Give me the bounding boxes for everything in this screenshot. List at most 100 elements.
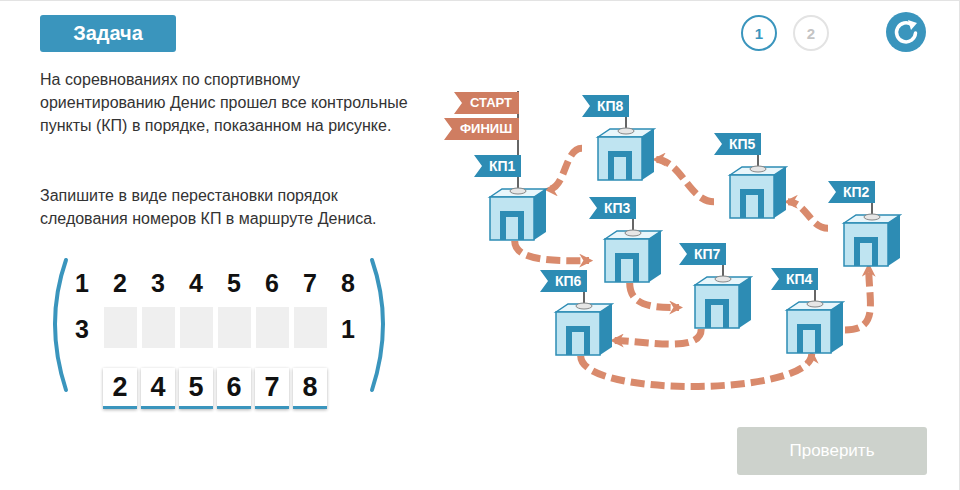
tile-number: 2 bbox=[103, 368, 137, 406]
matrix-number: 8 bbox=[330, 268, 366, 298]
gate-opening bbox=[740, 189, 764, 218]
gate-opening bbox=[566, 326, 590, 355]
checkpoint-flag: КП1 bbox=[474, 155, 521, 177]
answer-tile: 7 bbox=[255, 368, 289, 409]
tile-number: 8 bbox=[293, 368, 327, 406]
check-button: Проверить bbox=[737, 427, 927, 475]
checkpoint-flag: КП2 bbox=[828, 181, 875, 203]
gate-side bbox=[739, 277, 751, 328]
matrix-number: 3 bbox=[64, 314, 100, 344]
gate-side bbox=[888, 215, 900, 266]
checkpoint-gate bbox=[787, 301, 843, 353]
gate-side bbox=[534, 189, 546, 240]
checkpoint: КП6 bbox=[540, 270, 614, 356]
checkpoint-gate bbox=[695, 276, 751, 328]
matrix-number: 3 bbox=[140, 268, 176, 298]
answer-tile: 5 bbox=[179, 368, 213, 409]
task-tab: Задача bbox=[40, 15, 176, 52]
gate-front bbox=[730, 175, 774, 218]
refresh-icon bbox=[886, 12, 926, 52]
gate-opening bbox=[500, 211, 524, 240]
route-connector bbox=[515, 241, 589, 261]
empty-slot bbox=[256, 307, 289, 348]
start-finish-flag: ФИНИШ bbox=[444, 118, 519, 140]
tile-number: 4 bbox=[141, 368, 175, 406]
checkpoint-gate bbox=[556, 303, 612, 355]
flag-text: СТАРТ bbox=[470, 95, 512, 110]
task-text: Запишите в виде перестановки порядок сле… bbox=[40, 184, 415, 230]
route-connector bbox=[845, 267, 870, 330]
matrix-number: 6 bbox=[254, 268, 290, 298]
tile-number: 6 bbox=[217, 368, 251, 406]
answer-tile: 4 bbox=[141, 368, 175, 409]
gate-front bbox=[556, 312, 600, 355]
node-text: Проверить bbox=[789, 441, 874, 461]
checkpoint: КП8 bbox=[582, 95, 656, 181]
start-finish-flag: СТАРТ bbox=[454, 92, 519, 114]
gate-front bbox=[844, 223, 888, 266]
checkpoint-gate bbox=[730, 166, 786, 218]
step-circle: 1 bbox=[741, 15, 777, 51]
checkpoint: КП7 bbox=[679, 243, 753, 329]
empty-slot bbox=[218, 307, 251, 348]
gate-cap bbox=[625, 230, 641, 236]
gate-cap bbox=[864, 214, 880, 220]
tile-number: 7 bbox=[255, 368, 289, 406]
matrix-paren bbox=[372, 260, 383, 390]
node-text: Задача bbox=[73, 22, 143, 45]
answer-tile: 8 bbox=[293, 368, 327, 409]
checkpoint: КП4 bbox=[771, 268, 845, 354]
tile-number: 5 bbox=[179, 368, 213, 406]
frame-line bbox=[0, 0, 960, 1]
gate-cap bbox=[618, 128, 634, 134]
gate-opening bbox=[608, 151, 632, 180]
answer-tile: 6 bbox=[217, 368, 251, 409]
flag-text: ФИНИШ bbox=[460, 121, 512, 136]
checkpoint: КП1 bbox=[474, 155, 548, 241]
refresh-circle bbox=[886, 12, 926, 52]
empty-slot bbox=[180, 307, 213, 348]
gate-side bbox=[649, 231, 661, 282]
gate-cap bbox=[750, 166, 766, 172]
checkpoint: КП3 bbox=[589, 197, 663, 283]
checkpoint-flag: КП8 bbox=[582, 95, 629, 117]
checkpoint-gate bbox=[844, 214, 900, 266]
route-connector bbox=[630, 283, 679, 308]
gate-cap bbox=[576, 303, 592, 309]
gate-opening bbox=[705, 299, 729, 328]
gate-side bbox=[600, 304, 612, 355]
checkpoint-gate bbox=[605, 230, 661, 282]
gate-front bbox=[598, 137, 642, 180]
gate-opening bbox=[854, 237, 878, 266]
gate-cap bbox=[807, 301, 823, 307]
gate-opening bbox=[797, 324, 821, 353]
route-connector bbox=[581, 354, 812, 387]
route-connector bbox=[614, 329, 701, 344]
matrix-number: 1 bbox=[330, 314, 366, 344]
gate-side bbox=[831, 302, 843, 353]
matrix-number: 7 bbox=[292, 268, 328, 298]
route-connector bbox=[788, 202, 828, 229]
empty-slot bbox=[294, 307, 327, 348]
task-text: На соревнованиях по спортивному ориентир… bbox=[40, 68, 415, 137]
empty-slot bbox=[142, 307, 175, 348]
gate-front bbox=[695, 285, 739, 328]
gate-cap bbox=[715, 276, 731, 282]
checkpoint: КП2 bbox=[828, 181, 902, 267]
node-text: 2 bbox=[807, 25, 815, 42]
gate-side bbox=[642, 129, 654, 180]
gate-front bbox=[490, 197, 534, 240]
frame-line bbox=[959, 0, 960, 490]
checkpoint-flag: КП5 bbox=[714, 133, 761, 155]
matrix-number: 5 bbox=[216, 268, 252, 298]
refresh-arrowhead bbox=[908, 20, 917, 30]
matrix-number: 2 bbox=[102, 268, 138, 298]
gate-opening bbox=[615, 253, 639, 282]
checkpoint-flag: КП7 bbox=[679, 243, 726, 265]
checkpoint-gate bbox=[598, 128, 654, 180]
checkpoint: КП5 bbox=[714, 133, 788, 219]
empty-slot bbox=[104, 307, 137, 348]
matrix-number: 1 bbox=[64, 268, 100, 298]
